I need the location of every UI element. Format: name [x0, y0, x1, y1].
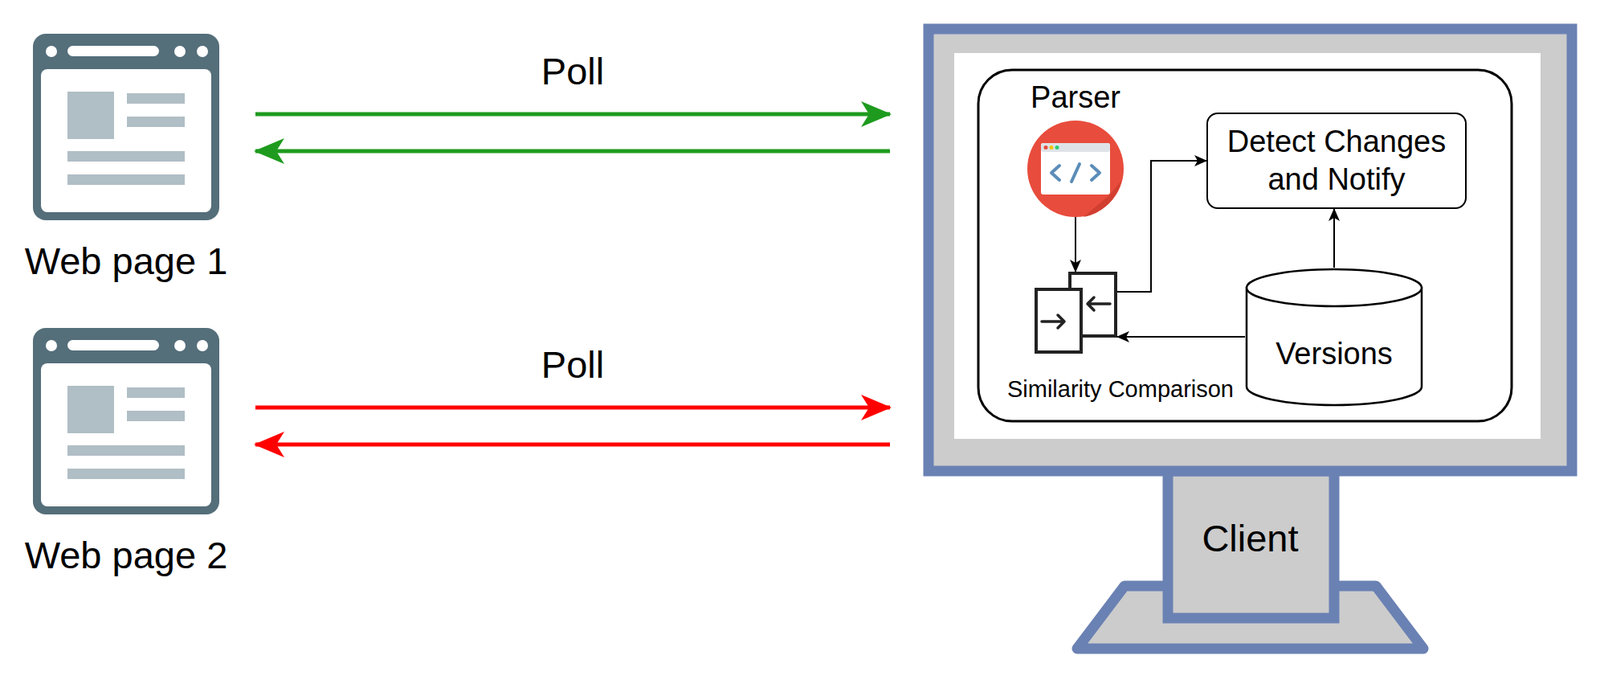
node-label: Client: [875, 516, 1600, 560]
edge-label: Poll: [541, 52, 605, 90]
edge-label: Poll: [541, 345, 605, 384]
node-label: Versions: [1196, 336, 1472, 372]
client-node: ClientParserSimilarity ComparisonDetect …: [923, 24, 1577, 654]
node-label: Parser: [979, 80, 1172, 116]
connector-arrow: [255, 442, 890, 447]
web-page-icon: [32, 327, 220, 515]
node-label: Web page 2: [0, 533, 268, 577]
database-cylinder: Versions: [1244, 267, 1424, 407]
connector-arrow: [1333, 208, 1335, 268]
connector-arrow: [1117, 160, 1207, 292]
web-page-node: Web page 2: [32, 327, 220, 585]
connector-arrow: [1074, 216, 1077, 272]
app-frame: [978, 69, 1512, 421]
web-page-node: Web page 1: [32, 33, 220, 291]
compare-icon: [1034, 271, 1118, 354]
parser-node: Parser: [1027, 80, 1124, 217]
connector-arrow: [255, 149, 890, 154]
node-label: Similarity Comparison: [955, 375, 1286, 403]
connector-arrow: [255, 405, 890, 410]
node-label: Web page 1: [0, 239, 268, 283]
connector-arrow: [1117, 335, 1245, 338]
node-label: Detect Changes and Notify: [1216, 122, 1458, 200]
web-page-icon: [32, 33, 220, 221]
process-box: Detect Changes and Notify: [1206, 112, 1467, 209]
connector-arrow: [255, 112, 890, 117]
parser-icon: [1027, 120, 1124, 217]
